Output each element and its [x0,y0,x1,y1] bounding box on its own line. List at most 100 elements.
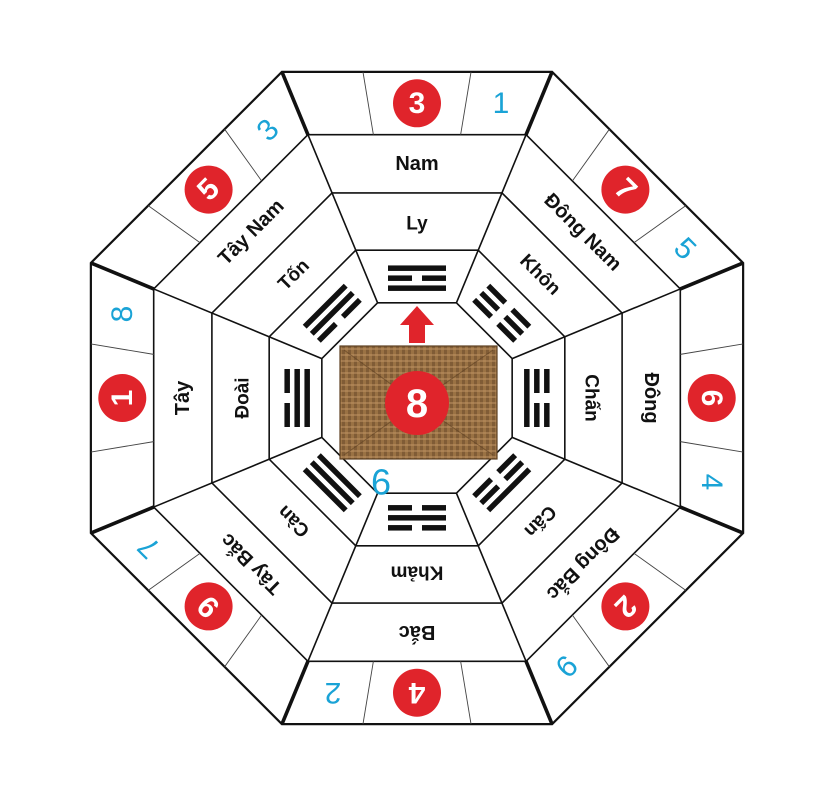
trigram-line-broken [503,460,525,482]
trigram-line-broken [472,477,494,499]
sector-divider-bold [90,261,155,291]
trigram-line-broken [472,297,494,319]
sector-divider [153,288,323,360]
sector-divider-bold [524,71,554,136]
trigram-line-broken [388,525,412,531]
direction-label: Tây [172,380,194,415]
trigram-line-broken [316,321,338,343]
outer-cell-divider [633,205,687,244]
red-number: 3 [409,87,426,120]
trigram-line-broken [340,297,362,319]
trigram-line-solid [388,265,446,271]
sector-divider-bold [679,261,744,291]
trigram-line-broken [284,369,290,393]
trigram-line-broken [422,275,446,281]
cyan-number: 8 [106,306,139,323]
octagon-ring-outer [89,70,745,726]
trigram-icon [472,283,532,343]
sector-divider [511,436,681,508]
trigram-line-solid [316,453,362,499]
outer-cell-divider [362,661,374,725]
trigram-line-broken [479,484,501,506]
trigram-label: Ly [406,214,428,235]
outer-cell-divider [460,661,472,725]
trigram-label: Đoài [233,377,254,418]
trigram-label: Khôn [515,251,564,300]
trigram-line-broken [534,369,540,393]
red-number-badge [393,79,441,128]
red-number-badge [687,374,736,422]
trigram-icon [302,283,362,343]
direction-label: Nam [395,153,438,175]
trigram-line-solid [304,369,310,427]
center-cell: 86 [371,371,449,503]
outer-cell-divider [147,205,201,244]
red-number-badge [98,374,147,422]
sector-dividers [90,71,744,725]
outer-ring-subdividers [90,71,744,725]
cyan-number: 7 [132,529,167,564]
trigram-line-solid [302,467,348,513]
outer-cell-divider [90,441,154,453]
cyan-number: 9 [548,648,583,683]
direction-label: Bắc [399,621,436,645]
sector-divider [455,134,527,304]
sector-divider-bold [280,71,310,136]
cyan-number: 5 [667,231,702,266]
direction-label: Đông [640,372,662,423]
sector-divider [307,492,379,662]
red-number: 4 [408,676,425,709]
cyan-number: 3 [250,113,285,148]
trigram-line-broken [388,505,412,511]
trigram-line-broken [422,505,446,511]
trigram-line-broken [486,283,508,305]
trigram-line-broken [510,307,532,329]
trigram-icon [302,453,362,513]
trigram-line-solid [294,369,300,427]
trigram-label: Cấn [520,501,560,541]
sector-west: Tây Đoài 1 8 [98,306,310,427]
sector-divider [455,492,527,662]
trigram-line-solid [388,285,446,291]
outer-cell-divider [224,128,263,182]
sector-divider-bold [280,660,310,725]
trigram-line-solid [524,369,530,427]
outer-cell-divider [680,441,744,453]
sector-north: Bắc Khảm 4 2 [325,505,446,717]
trigram-label: Càn [274,501,314,541]
arrow-up-icon [400,306,434,343]
outer-cell-divider [680,343,744,355]
red-number: 1 [106,390,139,407]
trigram-line-solid [309,290,355,336]
trigram-line-broken [534,403,540,427]
red-number-badge [184,582,233,631]
trigram-line-broken [544,403,550,427]
cyan-number: 2 [325,676,342,709]
trigram-line-solid [388,515,446,521]
outer-cell-divider [90,343,154,355]
sector-divider [511,288,681,360]
trigram-label: Chấn [580,374,601,422]
outer-cell-divider [571,128,610,182]
sector-divider-bold [90,505,155,535]
trigram-line-broken [479,290,501,312]
trigram-line-solid [309,460,355,506]
trigram-line-broken [388,275,412,281]
trigram-label: Tốn [274,255,313,294]
outer-cell-divider [633,552,687,591]
trigram-line-broken [544,369,550,393]
trigram-label: Khảm [391,561,444,582]
red-number-badge [601,165,650,214]
trigram-icon [524,369,550,427]
trigram-icon [388,265,446,291]
trigram-line-broken [422,525,446,531]
trigram-line-solid [486,467,532,513]
cyan-number: 4 [695,474,728,491]
red-number-badge [601,582,650,631]
outer-cell-divider [147,552,201,591]
